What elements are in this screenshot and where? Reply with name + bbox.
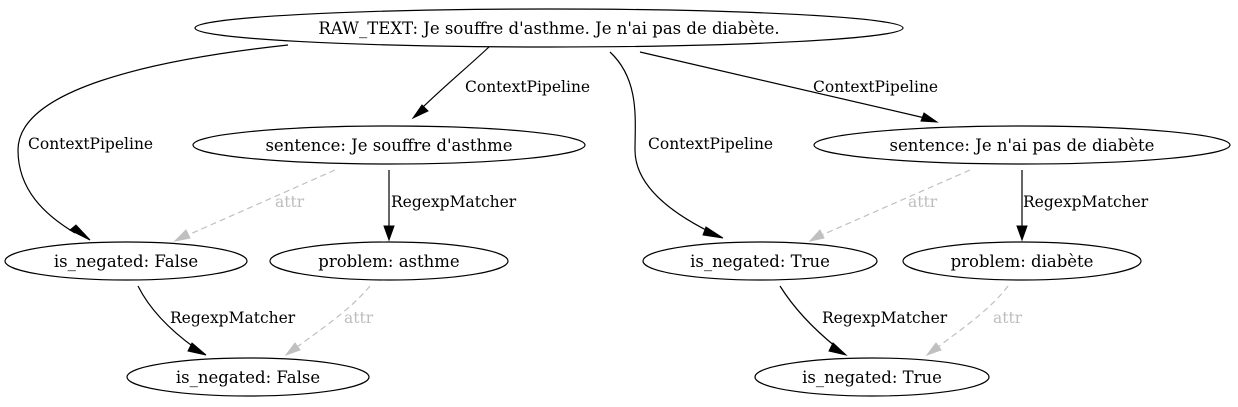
node-label: is_negated: False <box>176 368 320 387</box>
node-is-negated-false-ctx: is_negated: False <box>4 241 248 281</box>
node-problem-diabete: problem: diabète <box>902 241 1142 281</box>
edge-raw-to-sentence-1 <box>411 45 491 120</box>
node-is-negated-true-ctx: is_negated: True <box>642 241 878 281</box>
node-raw-text: RAW_TEXT: Je souffre d'asthme. Je n'ai p… <box>194 8 904 48</box>
node-is-negated-false-attr: is_negated: False <box>126 357 370 397</box>
edge-sentence-2-to-problem <box>1016 170 1028 242</box>
edge-label-regexp-matcher: RegexpMatcher <box>391 193 517 211</box>
edge-raw-to-is-negated-false <box>17 44 289 241</box>
edge-sentence-2-to-is-negated-attr <box>808 169 971 242</box>
edge-label-regexp-matcher: RegexpMatcher <box>822 309 948 327</box>
edge-label-regexp-matcher: RegexpMatcher <box>170 309 296 327</box>
node-label: problem: diabète <box>951 252 1094 271</box>
node-label: is_negated: True <box>802 368 942 387</box>
edge-is-negated-false-to-attr <box>137 285 207 356</box>
node-label: RAW_TEXT: Je souffre d'asthme. Je n'ai p… <box>318 19 779 38</box>
edge-label-attr: attr <box>908 193 938 211</box>
edge-label-attr: attr <box>993 309 1023 327</box>
node-sentence-1: sentence: Je souffre d'asthme <box>192 125 586 165</box>
node-label: problem: asthme <box>318 252 459 271</box>
node-is-negated-true-attr: is_negated: True <box>754 357 990 397</box>
edge-label-context-pipeline: ContextPipeline <box>813 78 938 96</box>
edge-label-context-pipeline: ContextPipeline <box>465 78 590 96</box>
node-label: is_negated: True <box>690 252 830 271</box>
edge-label-context-pipeline: ContextPipeline <box>648 135 773 153</box>
edge-problem-diabete-to-attr <box>925 285 1009 357</box>
edge-sentence-1-to-is-negated-attr <box>173 169 336 242</box>
node-label: sentence: Je n'ai pas de diabète <box>890 136 1155 155</box>
edge-label-context-pipeline: ContextPipeline <box>28 135 153 153</box>
node-sentence-2: sentence: Je n'ai pas de diabète <box>813 125 1231 165</box>
edge-raw-to-sentence-2 <box>639 51 939 123</box>
edge-label-attr: attr <box>344 309 374 327</box>
edge-raw-to-is-negated-true <box>609 51 724 239</box>
edge-sentence-1-to-problem <box>383 170 395 242</box>
node-label: sentence: Je souffre d'asthme <box>265 136 512 155</box>
node-problem-asthme: problem: asthme <box>269 241 509 281</box>
edge-problem-asthme-to-attr <box>284 285 371 357</box>
edge-label-regexp-matcher: RegexpMatcher <box>1023 193 1149 211</box>
node-label: is_negated: False <box>54 252 198 271</box>
edge-is-negated-true-to-attr <box>779 285 848 356</box>
edge-label-attr: attr <box>275 193 305 211</box>
